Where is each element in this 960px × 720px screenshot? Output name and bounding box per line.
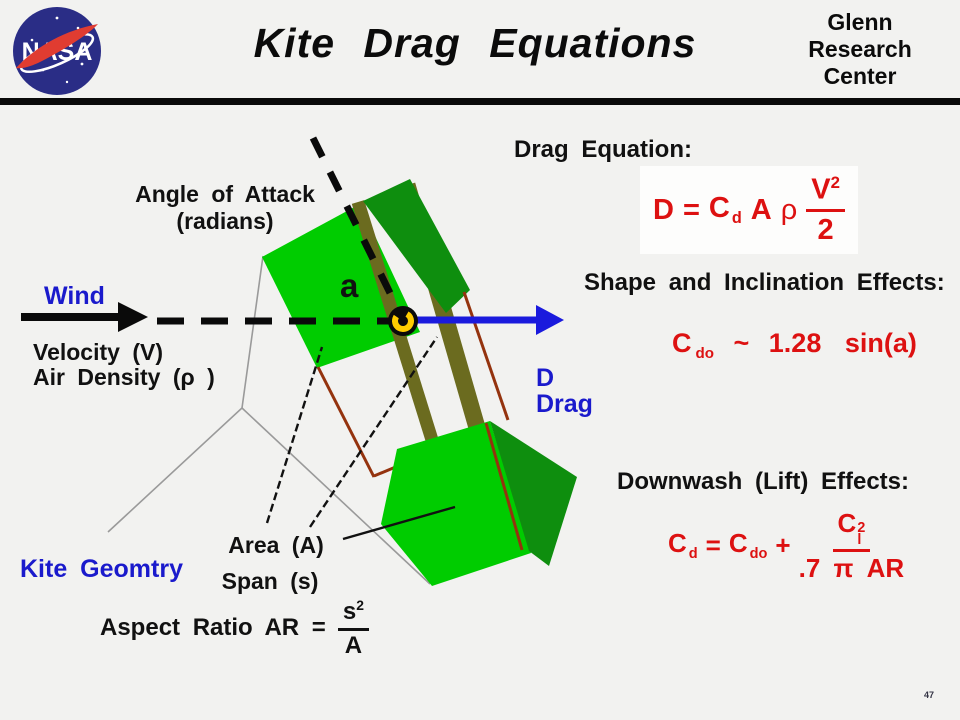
nasa-logo-icon: NASA [13,7,101,95]
area-label: Area (A) [228,532,324,558]
page-title: Kite Drag Equations [253,20,697,66]
kite-frame-right [462,291,510,421]
drag-word-label: Drag [536,390,593,418]
velocity-squared-fraction: V2 2 [806,173,845,247]
kite-top-panel-side [363,179,470,313]
angle-a-symbol: a [340,267,359,304]
span-label: Span (s) [221,568,319,594]
wind-arrow [21,302,148,332]
aspect-ratio-formula: Aspect Ratio AR = s2 A [100,597,369,660]
kite-geometry-label: Kite Geomtry [20,555,183,583]
org-line-2: Research [808,36,912,62]
aspect-ratio-label: Aspect Ratio AR = [100,614,326,642]
drag-equation-heading: Drag Equation: [514,136,692,163]
header-rule [0,98,960,105]
area-pointer-line [265,346,324,524]
air-density-label: Air Density (ρ ) [33,364,215,390]
kite-bridle-line-left [107,255,264,533]
kite-frame-left [316,366,376,478]
kite-bottom-panel-front [381,421,531,586]
span-pointer-line [309,336,438,528]
angle-units-label: (radians) [176,208,274,234]
bottom-panel-pointer-line [342,505,456,541]
aspect-ratio-fraction: s2 A [337,597,369,660]
downwash-effects-heading: Downwash (Lift) Effects: [617,468,909,495]
org-line-3: Center [823,63,897,89]
angle-of-attack-label: Angle of Attack [135,181,315,207]
kite-bottom-edge [484,422,524,551]
pivot-rotation-icon [388,306,418,336]
drag-arrow [416,305,564,335]
drag-letter-label: D [536,364,555,392]
nasa-swoosh [16,24,98,69]
nasa-stars [30,16,84,84]
page-number: 47 [924,690,935,700]
kite-top-panel-front [262,204,420,368]
wind-label: Wind [44,282,105,310]
kite-bridle-line-right [241,407,431,585]
org-name: Glenn Research Center [782,9,938,90]
org-line-1: Glenn [827,9,893,35]
velocity-label: Velocity (V) [33,339,163,365]
kite-bottom-panel-side [490,421,577,566]
shape-effects-heading: Shape and Inclination Effects: [584,269,945,296]
chord-dashed-line [309,136,403,313]
